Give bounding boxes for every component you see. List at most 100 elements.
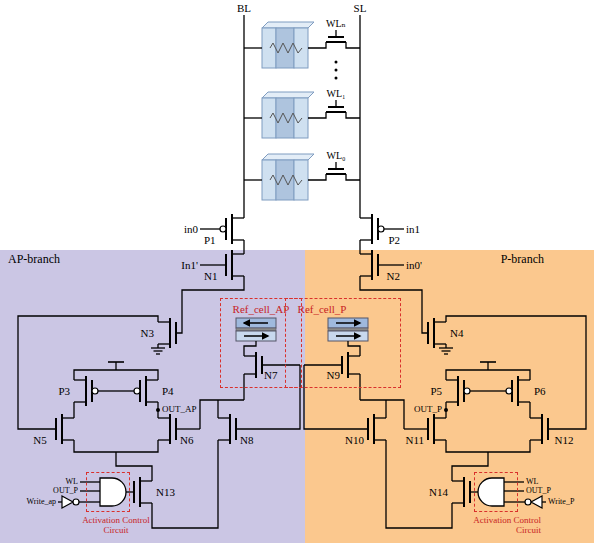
wire [244,355,256,356]
wire [384,228,404,229]
mtj-top-face [262,92,314,98]
activation-control-box: Activation Control Circuit [86,472,130,512]
wire [434,343,446,344]
box-caption: Activation Control Circuit [71,513,161,536]
wire [326,41,346,43]
inversion-bubble [378,226,384,232]
nmos-transistor [56,414,74,444]
component-label: N6 [180,434,193,446]
wire [176,428,200,429]
wire [217,400,218,418]
activation-control-box: Activation Control Circuit [474,472,518,512]
pmos-transistor [446,376,488,406]
mtj-layer [294,98,308,138]
wire [98,390,116,391]
reference-cell-box: Ref_cell_AP [220,298,303,388]
wire [232,275,244,276]
wire [74,379,86,380]
component-label: WL [66,478,78,487]
wire [244,179,262,180]
wire [335,100,336,107]
inversion-bubble [220,226,226,232]
wire [175,322,177,344]
ground-symbol [151,344,165,354]
wire [360,275,372,276]
wire [434,439,446,440]
output-node [156,408,160,412]
wire [446,379,458,380]
wire [158,417,170,418]
wire [360,239,372,240]
fixed-layer [236,331,276,341]
region-heading: P-branch [305,250,594,266]
component-label: OUT_P [53,487,78,496]
and-gate-body [100,478,126,506]
component-label: WL₀ [326,150,345,161]
wire [74,440,158,452]
nmos-transistor [158,318,176,348]
wire [386,440,452,528]
mtj-top-face [262,22,314,28]
mtj-cell [262,22,314,68]
wire [346,42,360,48]
pmos-transistor [488,376,530,406]
wire [346,174,360,180]
wire [154,350,163,351]
wire [326,111,346,113]
wire [158,343,170,344]
mtj-cell [262,154,314,200]
wire [335,162,336,169]
wire [326,173,346,175]
wire [308,174,326,180]
wire [218,439,230,440]
component-label: in1 [406,223,420,235]
wire [55,418,57,440]
wire [200,264,226,265]
ap-branch-circuit [18,214,300,528]
wire [446,401,458,402]
wire [470,390,488,391]
inversion-bubble [134,388,140,394]
wire [243,240,244,254]
component-label: N3 [141,327,154,339]
component-label: Write_ap [27,498,56,507]
wire [262,364,300,365]
mtj-cell [262,92,314,138]
wire [80,481,100,482]
wire [243,374,244,400]
wire [244,47,262,48]
wire [74,370,158,380]
component-label: In1' [181,259,198,271]
wire [360,217,372,218]
wire [80,490,100,491]
inversion-bubble [464,388,470,394]
wire [146,379,158,380]
wire [232,239,244,240]
pmos-transistor [116,376,158,406]
free-layer [236,318,276,328]
wire [200,228,220,229]
wire [427,322,429,344]
inverter-symbol [62,496,73,508]
box-title: Ref_cell_P [290,301,397,315]
component-label: N5 [33,434,46,446]
wire [518,401,530,402]
mtj-layer [294,160,308,200]
reference-cell-box: Ref_cell_P [285,298,402,388]
magnetization-arrow [244,335,268,337]
wire [62,439,74,440]
inversion-bubble [506,388,512,394]
reference-mtj [328,318,368,341]
wire [152,440,218,528]
component-label: N7 [264,369,277,381]
component-label: OUT_P [526,487,551,496]
wire [360,276,428,333]
component-label: N2 [387,270,400,282]
wire [446,316,586,429]
wire [115,362,116,370]
component-label: Write_P [548,498,574,507]
and-gate-body [478,478,504,506]
wire [244,117,262,118]
